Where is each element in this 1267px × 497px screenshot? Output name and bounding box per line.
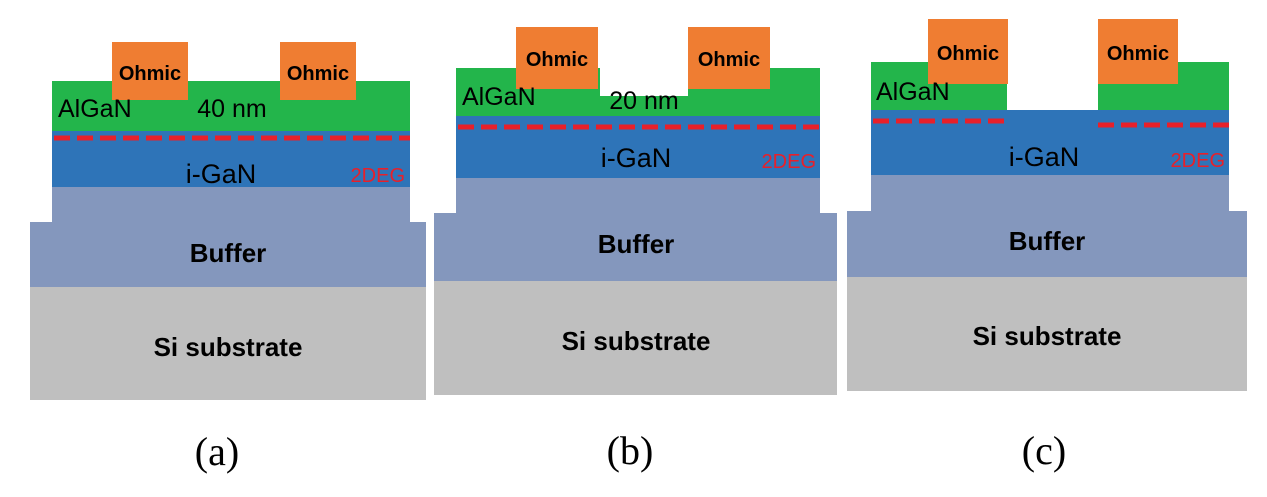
gan-label: i-GaN [601,143,672,173]
ohmic-contact-right [1098,19,1178,84]
gan-layer [456,112,820,178]
thickness-label: 20 nm [609,87,678,115]
twodeg-label: 2DEG [1171,150,1225,172]
ohmic-label-left: Ohmic [526,49,588,71]
algan-label: AlGaN [462,83,536,111]
panel-a: Ohmic Ohmic AlGaN 40 nm i-GaN 2DEG Buffe… [30,42,426,474]
algan-label: AlGaN [58,95,132,123]
buffer-layer-wide [30,222,426,287]
caption: (a) [195,429,239,474]
ohmic-contact-right [280,42,356,100]
ohmic-label-right: Ohmic [287,63,349,85]
substrate-label: Si substrate [973,321,1122,351]
substrate-label: Si substrate [562,326,711,356]
ohmic-contact-left [928,19,1008,84]
buffer-label: Buffer [1009,226,1086,256]
ohmic-label-right: Ohmic [1107,43,1169,65]
si-substrate-layer [847,276,1247,391]
ohmic-label-right: Ohmic [698,49,760,71]
buffer-label: Buffer [598,229,675,259]
si-substrate-layer [30,287,426,400]
thickness-label: 40 nm [197,95,266,123]
caption: (b) [607,428,654,473]
gan-label: i-GaN [1009,142,1080,172]
substrate-label: Si substrate [154,332,303,362]
twodeg-label: 2DEG [762,151,816,173]
caption: (c) [1022,428,1066,473]
panel-b: Ohmic Ohmic AlGaN 20 nm i-GaN 2DEG Buffe… [434,27,837,473]
ohmic-label-left: Ohmic [937,43,999,65]
buffer-layer-wide [847,211,1247,277]
buffer-layer-narrow [52,187,410,223]
buffer-layer-narrow [456,178,820,214]
buffer-layer-narrow [871,175,1229,212]
buffer-label: Buffer [190,238,267,268]
ohmic-contact-left [112,42,188,100]
algan-label: AlGaN [876,78,950,106]
gan-label: i-GaN [186,159,257,189]
si-substrate-layer [434,281,837,395]
ohmic-contact-left [516,27,598,89]
twodeg-label: 2DEG [351,165,405,187]
ohmic-contact-right [688,27,770,89]
panel-c: Ohmic Ohmic AlGaN i-GaN 2DEG Buffer Si s… [847,19,1247,473]
ohmic-label-left: Ohmic [119,63,181,85]
buffer-layer-wide [434,213,837,281]
